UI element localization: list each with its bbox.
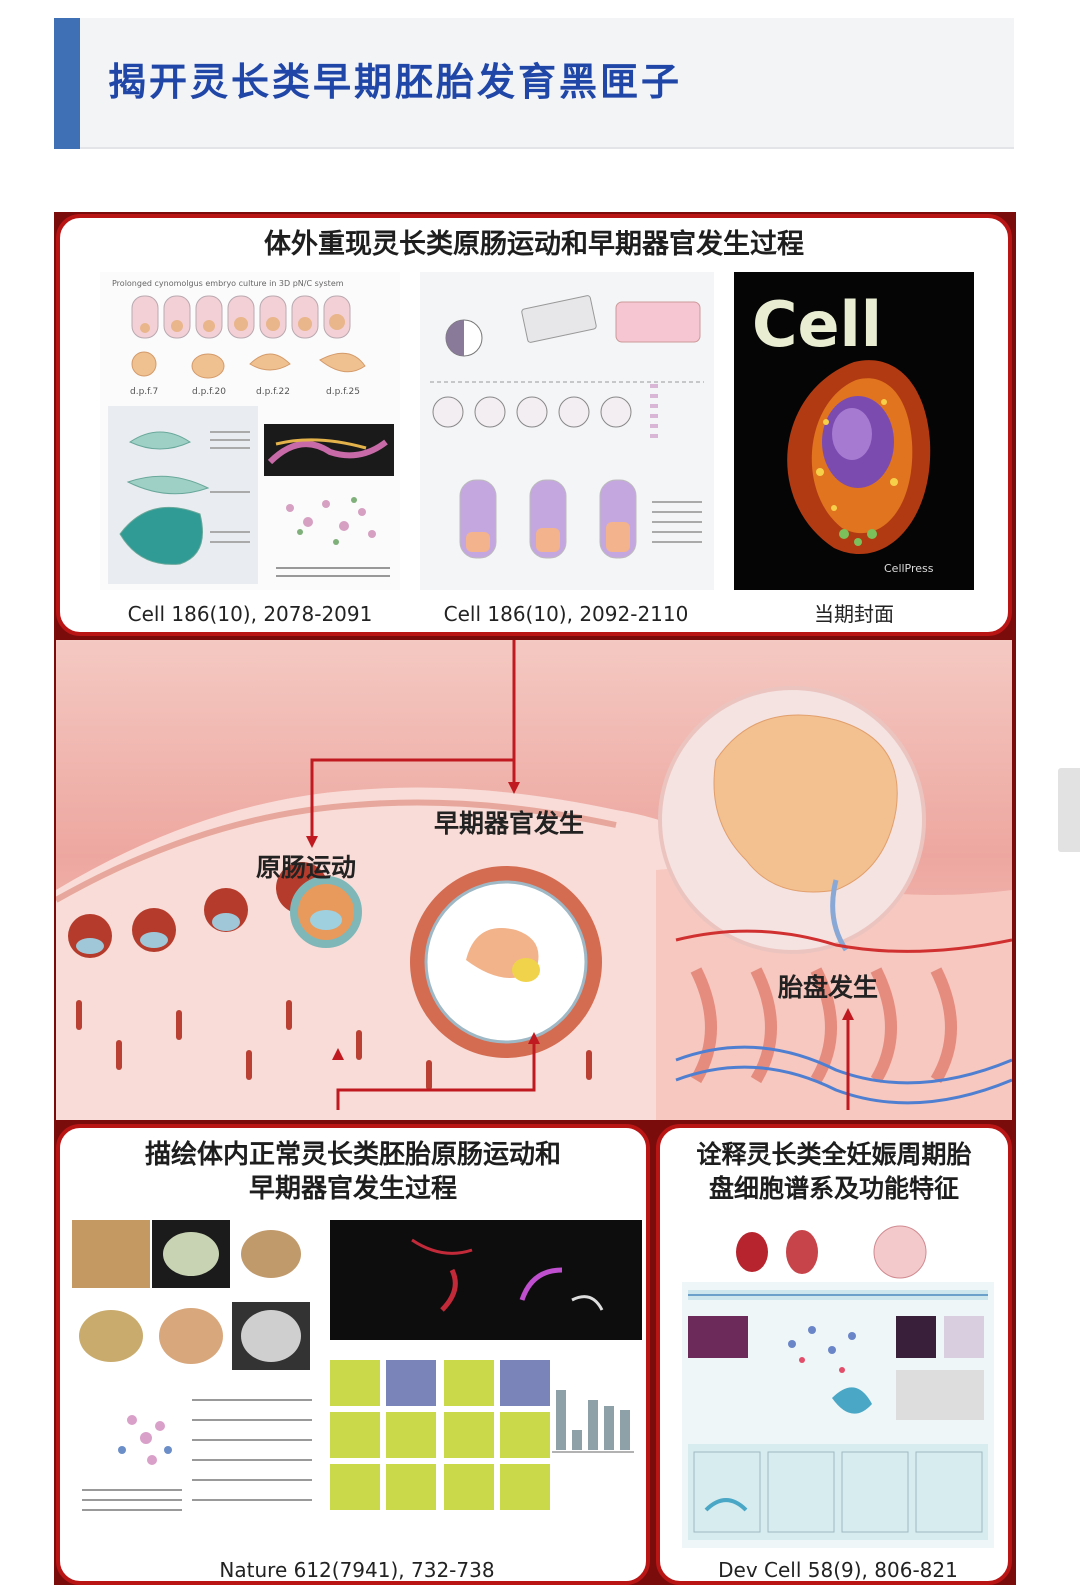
journal-cover: Cell CellPress: [734, 272, 974, 590]
in-vivo-panel: 描绘体内正常灵长类胚胎原肠运动和 早期器官发生过程: [56, 1124, 650, 1585]
cover-artwork: Cell CellPress: [752, 288, 934, 575]
citation-cell-2078: Cell 186(10), 2078-2091: [127, 602, 373, 626]
culture-system-illustration: [430, 295, 704, 559]
stage-label-1: d.p.f.7: [130, 387, 158, 397]
placenta-illustration: [682, 1220, 994, 1540]
in-vitro-panel: 体外重现灵长类原肠运动和早期器官发生过程 Prolonged cynomolgu…: [56, 214, 1012, 636]
section-header: 揭开灵长类早期胚胎发育黑匣子: [54, 18, 1014, 149]
figure-image-culture-system: [420, 272, 714, 590]
in-vivo-title-line2: 早期器官发生过程: [248, 1174, 457, 1204]
placenta-panel: 诠释灵长类全妊娠周期胎 盘细胞谱系及功能特征: [656, 1124, 1012, 1585]
citation-dev-cell: Dev Cell 58(9), 806-821: [718, 1558, 958, 1582]
in-vitro-panel-title: 体外重现灵长类原肠运动和早期器官发生过程: [264, 229, 804, 260]
label-gastrulation: 原肠运动: [256, 853, 357, 882]
header-accent-bar: [54, 18, 80, 149]
embryo-implantation-scene: 原肠运动 早期器官发生 胎盘发生: [56, 640, 1012, 1120]
cover-publisher: CellPress: [884, 562, 934, 575]
in-vivo-title-line1: 描绘体内正常灵长类胚胎原肠运动和: [144, 1140, 561, 1170]
stage-label-3: d.p.f.22: [256, 387, 290, 397]
figure-image-culture: Prolonged cynomolgus embryo culture in 3…: [100, 272, 400, 590]
in-vivo-figure-images: [72, 1220, 642, 1548]
stage-label-4: d.p.f.25: [326, 387, 360, 397]
citation-cell-2092: Cell 186(10), 2092-2110: [443, 602, 689, 626]
placenta-figure-images: [682, 1220, 994, 1548]
citation-nature: Nature 612(7941), 732-738: [219, 1558, 495, 1582]
scene-illustration: [56, 640, 1012, 1120]
culture-illustration: Prolonged cynomolgus embryo culture in 3…: [108, 279, 394, 584]
in-vivo-illustration: [72, 1220, 642, 1511]
research-figure: 体外重现灵长类原肠运动和早期器官发生过程 Prolonged cynomolgu…: [54, 212, 1016, 1585]
label-organogenesis: 早期器官发生: [434, 809, 585, 838]
stage-label-2: d.p.f.20: [192, 387, 226, 397]
placenta-title-line2: 盘细胞谱系及功能特征: [708, 1174, 959, 1203]
section-title: 揭开灵长类早期胚胎发育黑匣子: [108, 60, 683, 104]
label-placenta: 胎盘发生: [778, 973, 879, 1002]
cover-caption: 当期封面: [814, 602, 894, 626]
culture-caption: Prolonged cynomolgus embryo culture in 3…: [112, 279, 344, 288]
side-scroll-handle[interactable]: [1058, 768, 1080, 852]
placenta-title-line1: 诠释灵长类全妊娠周期胎: [696, 1140, 972, 1169]
cover-journal-name: Cell: [752, 288, 882, 361]
